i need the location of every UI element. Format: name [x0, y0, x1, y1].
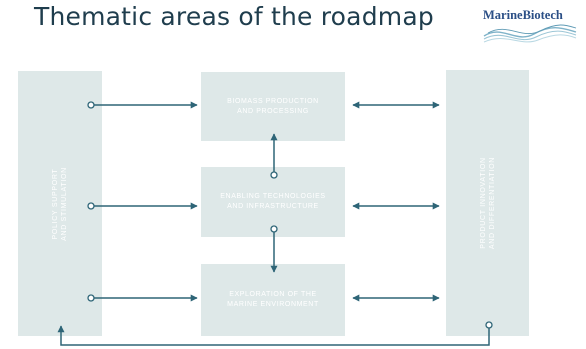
connector-node [485, 321, 493, 329]
policy-support-box: POLICY SUPPORT AND STIMULATION [18, 71, 102, 336]
connector-node [87, 294, 95, 302]
connector-node [270, 225, 278, 233]
slide-title: Thematic areas of the roadmap [34, 2, 434, 31]
logo-text: MarineBiotech [483, 8, 563, 22]
connector-node [87, 101, 95, 109]
connector-node [270, 171, 278, 179]
biomass-production-label: BIOMASS PRODUCTION AND PROCESSING [227, 97, 319, 115]
exploration-marine-box: EXPLORATION OF THE MARINE ENVIRONMENT [201, 264, 345, 336]
enabling-technologies-box: ENABLING TECHNOLOGIES AND INFRASTRUCTURE [201, 167, 345, 237]
enabling-technologies-label: ENABLING TECHNOLOGIES AND INFRASTRUCTURE [220, 193, 326, 210]
wave-icon [483, 24, 577, 43]
product-innovation-box: PRODUCT INNOVATION AND DIFFERENTIATION [446, 70, 529, 336]
feedback-loop-arrow [57, 325, 490, 346]
biomass-production-box: BIOMASS PRODUCTION AND PROCESSING [201, 72, 345, 141]
connector-node [87, 202, 95, 210]
exploration-marine-label: EXPLORATION OF THE MARINE ENVIRONMENT [227, 291, 319, 308]
marinebiotech-logo: MarineBiotech [482, 8, 580, 48]
